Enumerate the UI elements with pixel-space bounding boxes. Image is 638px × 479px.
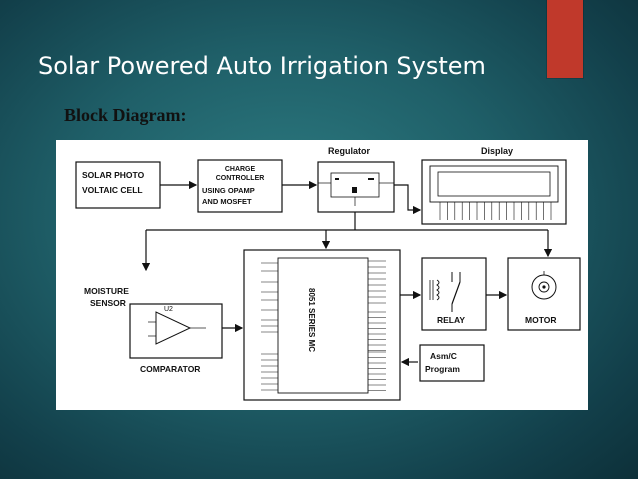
charge-label-line1: CHARGE (225, 166, 256, 173)
opamp-label: U2 (164, 306, 173, 313)
mcu-label: 8051 SERIES MC (307, 288, 316, 352)
solar-label-line2: VOLTAIC CELL (82, 185, 143, 195)
block-diagram: SOLAR PHOTO VOLTAIC CELL CHARGE CONTROLL… (56, 140, 588, 410)
accent-bar (547, 0, 583, 78)
solar-label-line1: SOLAR PHOTO (82, 170, 145, 180)
display-label: Display (481, 146, 513, 156)
regulator-label: Regulator (328, 146, 371, 156)
slide-subtitle: Block Diagram: (64, 105, 187, 125)
relay-block: RELAY (421, 257, 487, 331)
solar-cell-block: SOLAR PHOTO VOLTAIC CELL (75, 161, 161, 209)
mcu-pins (261, 260, 386, 391)
motor-label: MOTOR (525, 315, 556, 325)
microcontroller-block: 8051 SERIES MC (243, 249, 401, 401)
motor-block: MOTOR (507, 257, 581, 331)
slide-title: Solar Powered Auto Irrigation System (38, 52, 486, 80)
relay-label: RELAY (437, 315, 465, 325)
charge-label-line2: CONTROLLER (216, 175, 265, 182)
lcd-display-block: Display (421, 146, 567, 225)
charge-label-line4: AND MOSFET (202, 197, 252, 206)
comparator-label: COMPARATOR (140, 364, 200, 374)
comparator-block: U2 COMPARATOR (129, 303, 223, 374)
block-diagram-svg: SOLAR PHOTO VOLTAIC CELL CHARGE CONTROLL… (75, 146, 581, 401)
charge-controller-block: CHARGE CONTROLLER USING OPAMP AND MOSFET (197, 159, 283, 213)
program-label-line2: Program (425, 364, 460, 374)
lcd-pins (439, 202, 552, 220)
moisture-label-line2: SENSOR (90, 298, 126, 308)
charge-label-line3: USING OPAMP (202, 186, 255, 195)
arrow-regulator-to-display (394, 184, 422, 215)
program-label-line1: Asm/C (430, 351, 457, 361)
regulator-block: Regulator (317, 146, 395, 213)
program-block: Asm/C Program (419, 344, 485, 382)
moisture-label-line1: MOISTURE (84, 286, 129, 296)
